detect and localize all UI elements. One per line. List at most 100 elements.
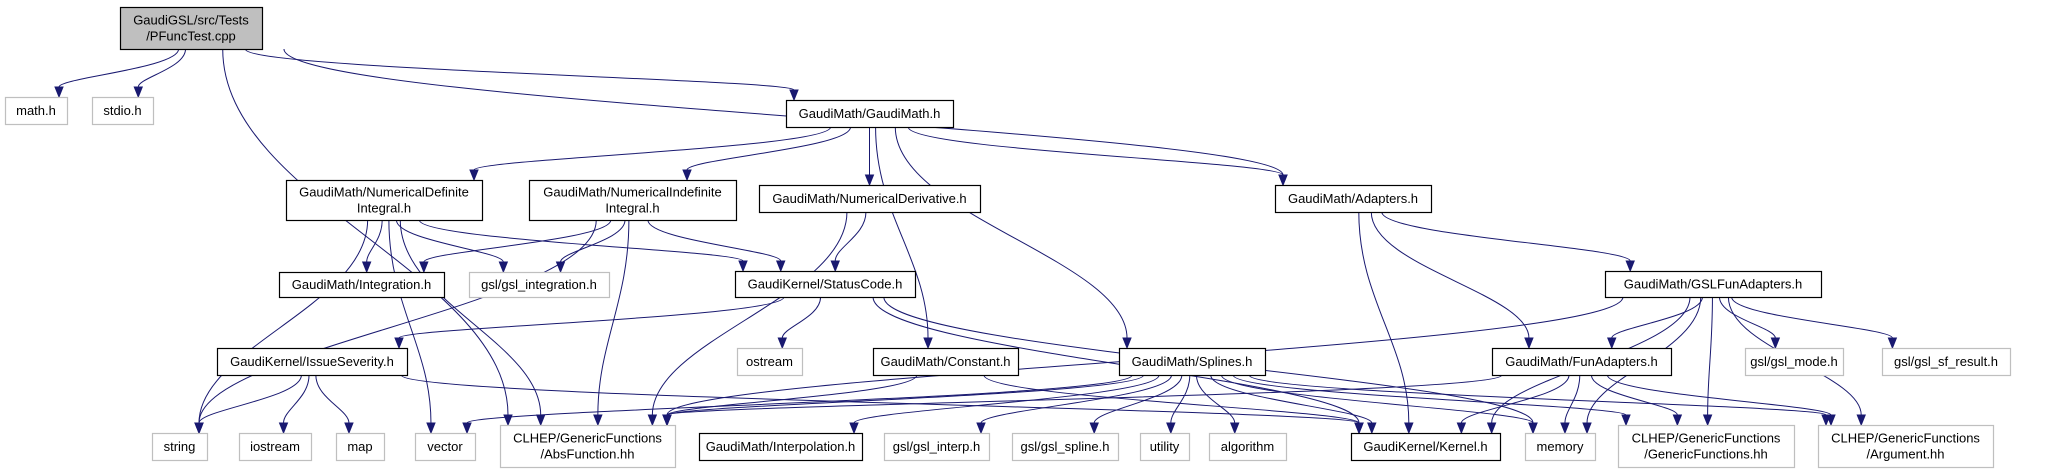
node-iostream[interactable]: iostream <box>238 432 313 462</box>
node-gsl-spline-h[interactable]: gsl/gsl_spline.h <box>1011 432 1120 462</box>
edge-line <box>983 374 1360 424</box>
edge-gslfunadapters_h-to-gsl_mode_h <box>1718 296 1781 350</box>
arrowhead-icon <box>278 422 289 435</box>
node-gsl-sf-result-h[interactable]: gsl/gsl_sf_result.h <box>1881 347 2012 377</box>
edge-gaudimath_h-to-adapters_h <box>907 126 1288 187</box>
node-box <box>1817 424 1995 469</box>
node-string[interactable]: string <box>151 432 209 462</box>
node-label: map <box>347 439 372 454</box>
edge-line <box>1195 374 1236 424</box>
arrowhead-icon <box>1524 337 1534 350</box>
edge-funadapters_h-to-argument_hh <box>1606 374 1836 427</box>
node-gsl-integration-h[interactable]: gsl/gsl_integration.h <box>468 271 611 299</box>
edge-numdefint_h-to-integration_h <box>361 219 383 274</box>
node-box <box>528 179 738 222</box>
edge-line <box>853 374 1160 424</box>
edge-line <box>198 219 369 424</box>
edge-funadapters_h-to-kernel_h <box>1456 374 1570 435</box>
node-gaudimath-h[interactable]: GaudiMath/GaudiMath.h <box>785 99 955 129</box>
node-box <box>91 96 155 126</box>
arrowhead-icon <box>864 174 875 187</box>
node-label: GaudiMath/Splines.h <box>1132 354 1253 369</box>
node-constant-h[interactable]: GaudiMath/Constant.h <box>872 347 1020 377</box>
edge-line <box>399 219 542 416</box>
arrowhead-icon <box>462 422 472 435</box>
node-vector[interactable]: vector <box>414 432 477 462</box>
edge-line <box>366 219 383 263</box>
node-adapters-h[interactable]: GaudiMath/Adapters.h <box>1274 184 1433 214</box>
edge-line <box>400 374 1360 424</box>
edge-line <box>666 374 1503 416</box>
node-splines-h[interactable]: GaudiMath/Splines.h <box>1118 347 1267 377</box>
node-label: gsl/gsl_sf_result.h <box>1894 354 1998 369</box>
node-gsl-interp-h[interactable]: gsl/gsl_interp.h <box>883 432 991 462</box>
arrowhead-icon <box>498 261 509 274</box>
arrowhead-icon <box>1625 260 1635 273</box>
node-gslfunadapters-h[interactable]: GaudiMath/GSLFunAdapters.h <box>1604 270 1823 299</box>
arrowhead-icon <box>1122 337 1132 350</box>
node-argument-hh[interactable]: CLHEP/GenericFunctions/Argument.hh <box>1817 424 1995 469</box>
edge-line <box>1220 374 1534 424</box>
node-issueseverity-h[interactable]: GaudiKernel/IssueSeverity.h <box>216 347 409 377</box>
node-box <box>1011 432 1120 462</box>
arrowhead-icon <box>535 414 546 427</box>
edge-line <box>872 296 1360 424</box>
node-gsl-mode-h[interactable]: gsl/gsl_mode.h <box>1744 347 1845 377</box>
edge-issueseverity_h-to-map <box>315 374 354 435</box>
arrowhead-icon <box>1856 414 1866 427</box>
node-box <box>785 99 955 129</box>
node-box <box>1274 184 1433 214</box>
node-memory[interactable]: memory <box>1524 432 1597 462</box>
node-integration-h[interactable]: GaudiMath/Integration.h <box>278 271 446 299</box>
node-ostream[interactable]: ostream <box>736 347 804 377</box>
arrowhead-icon <box>361 261 372 274</box>
node-utility[interactable]: utility <box>1139 432 1191 462</box>
edge-line <box>894 126 1128 339</box>
arrowhead-icon <box>1702 414 1713 427</box>
edge-line <box>647 219 782 262</box>
edge-splines_h-to-memory <box>1220 374 1538 435</box>
edge-gaudimath_h-to-numderiv_h <box>864 127 875 187</box>
edge-line <box>686 126 852 171</box>
node-label: string <box>164 439 196 454</box>
edge-line <box>473 126 832 171</box>
node-label: Integral.h <box>357 201 411 216</box>
node-box <box>734 270 917 299</box>
edge-line <box>907 126 1284 176</box>
edge-issueseverity_h-to-iostream <box>278 374 310 435</box>
node-funadapters-h[interactable]: GaudiMath/FunAdapters.h <box>1491 347 1673 377</box>
node-label: algorithm <box>1221 439 1274 454</box>
arrowhead-icon <box>775 260 786 273</box>
node-label: gsl/gsl_integration.h <box>481 277 597 292</box>
node-algorithm[interactable]: algorithm <box>1208 432 1288 462</box>
node-statuscode-h[interactable]: GaudiKernel/StatusCode.h <box>734 270 917 299</box>
edge-pfunctest-to-gaudimath_h <box>244 48 799 102</box>
node-math-h[interactable]: math.h <box>4 96 69 126</box>
arrowhead-icon <box>1456 422 1467 435</box>
node-map[interactable]: map <box>335 432 386 462</box>
edge-gslfunadapters_h-to-gsl_sf_result_h <box>1731 296 1898 350</box>
node-genericfunctions-hh[interactable]: CLHEP/GenericFunctions/GenericFunctions.… <box>1617 424 1796 469</box>
node-pfunctest[interactable]: GaudiGSL/src/Tests/PFuncTest.cpp <box>119 6 264 51</box>
edge-line <box>58 48 180 88</box>
node-interpolation-h[interactable]: GaudiMath/Interpolation.h <box>698 432 864 462</box>
node-label: CLHEP/GenericFunctions <box>513 431 662 446</box>
arrowhead-icon <box>1229 422 1240 435</box>
arrowhead-icon <box>54 86 64 99</box>
arrowhead-icon <box>662 414 672 427</box>
node-stdio-h[interactable]: stdio.h <box>91 96 155 126</box>
edge-numdefint_h-to-statuscode_h <box>418 219 748 273</box>
edge-numderiv_h-to-absfunction_hh <box>647 211 848 427</box>
edge-line <box>198 374 302 424</box>
node-numderiv-h[interactable]: GaudiMath/NumericalDerivative.h <box>758 184 982 214</box>
edge-funadapters_h-to-genericfunctions_hh <box>1590 374 1683 427</box>
node-absfunction-hh[interactable]: CLHEP/GenericFunctions/AbsFunction.hh <box>499 424 677 469</box>
edge-line <box>834 211 867 262</box>
node-box <box>1491 347 1673 377</box>
edge-line <box>418 219 744 262</box>
node-kernel-h[interactable]: GaudiKernel/Kernel.h <box>1350 432 1502 462</box>
edge-line <box>244 48 795 91</box>
arrowhead-icon <box>1582 422 1592 435</box>
